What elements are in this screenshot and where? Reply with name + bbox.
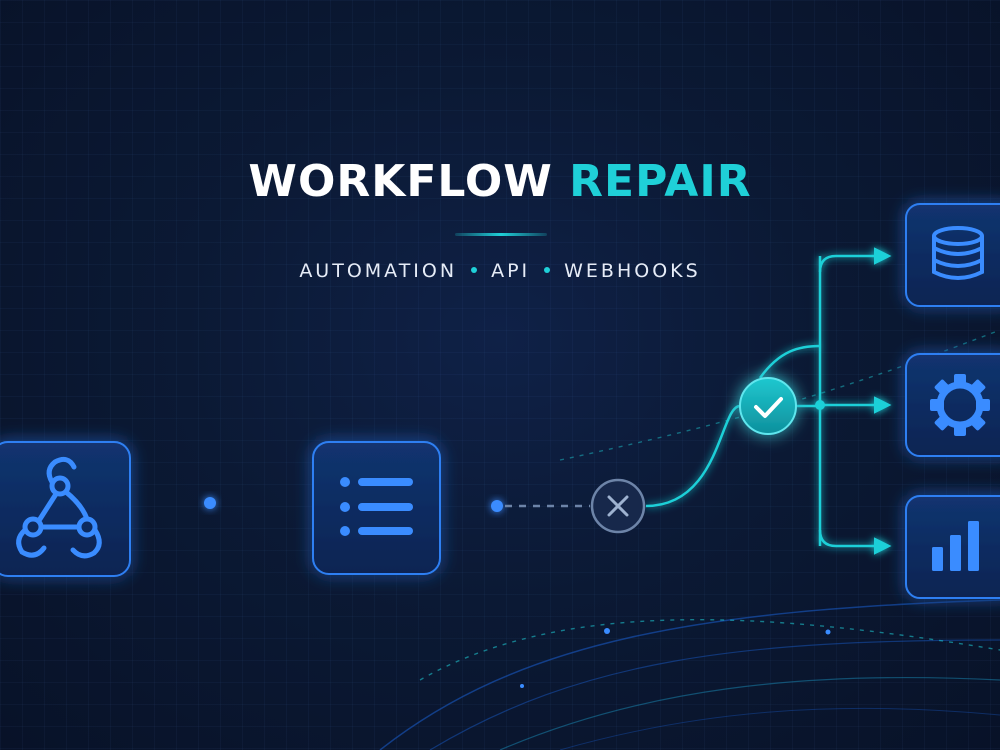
validate-node[interactable] xyxy=(739,377,797,435)
x-icon xyxy=(607,495,629,517)
connector-webhook-to-list xyxy=(130,492,298,514)
headline: WORKFLOW REPAIR xyxy=(0,156,1000,207)
spark-dot xyxy=(604,628,610,634)
tag-automation: AUTOMATION xyxy=(299,260,458,282)
list-node[interactable] xyxy=(312,441,441,575)
database-icon xyxy=(932,226,984,280)
spark-dot xyxy=(825,629,831,635)
connector-list-to-error xyxy=(440,500,590,512)
tag-separator xyxy=(471,266,478,273)
tag-separator xyxy=(544,266,551,273)
tag-api: API xyxy=(491,260,531,282)
check-icon xyxy=(754,397,783,418)
error-node[interactable] xyxy=(590,478,646,534)
headline-word-2: REPAIR xyxy=(569,156,752,207)
title-underline xyxy=(455,233,547,236)
database-node[interactable] xyxy=(905,203,1000,307)
headline-word-1: WORKFLOW xyxy=(248,156,553,207)
tag-webhooks: WEBHOOKS xyxy=(564,260,701,282)
gear-icon xyxy=(930,374,990,436)
list-icon xyxy=(340,477,413,536)
bar-chart-icon xyxy=(932,521,979,571)
spark-dot xyxy=(520,684,524,688)
connector-error-to-outputs xyxy=(645,247,892,555)
chart-node[interactable] xyxy=(905,495,1000,599)
webhook-icon xyxy=(16,456,102,559)
tag-line: AUTOMATION API WEBHOOKS xyxy=(0,260,1000,282)
gear-node[interactable] xyxy=(905,353,1000,457)
webhook-node[interactable] xyxy=(0,441,131,577)
